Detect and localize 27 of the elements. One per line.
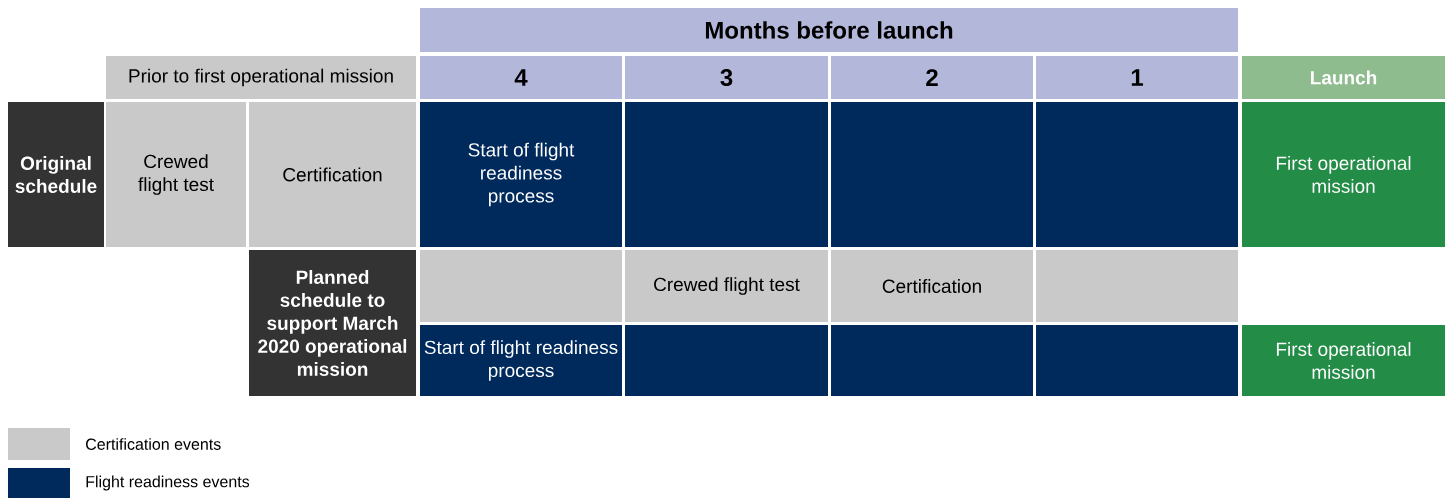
table-cell: Certification	[831, 250, 1033, 322]
table-cell: Crewed flight test	[625, 250, 828, 322]
table-cell: First operational mission	[1242, 325, 1445, 396]
header-cell: 1	[1036, 56, 1238, 99]
header-cell: Launch	[1242, 56, 1445, 99]
header-cell: 4	[420, 56, 622, 99]
table-cell	[625, 102, 828, 247]
table-cell: Start of flight readiness process	[420, 102, 622, 247]
header-cell: 3	[625, 56, 828, 99]
header-cell: Prior to first operational mission	[106, 56, 416, 99]
table-cell: Crewed flight test	[106, 102, 246, 247]
row-label: Original schedule	[8, 102, 104, 247]
table-cell	[1036, 102, 1238, 247]
header-cell: Months before launch	[420, 8, 1238, 52]
table-cell: First operational mission	[1242, 102, 1445, 247]
table-cell	[1036, 250, 1238, 322]
table-cell	[831, 102, 1033, 247]
table-cell: Certification	[249, 102, 416, 247]
table-cell	[1036, 325, 1238, 396]
legend-label: Flight readiness events	[86, 475, 250, 491]
header-cell: 2	[831, 56, 1033, 99]
table-cell: Start of flight readiness process	[420, 325, 622, 396]
table-cell	[625, 325, 828, 396]
legend-label: Certification events	[86, 438, 221, 450]
table-cell	[831, 325, 1033, 396]
table-cell	[420, 250, 622, 322]
row-label: Planned schedule to support March 2020 operational mission	[249, 250, 416, 396]
